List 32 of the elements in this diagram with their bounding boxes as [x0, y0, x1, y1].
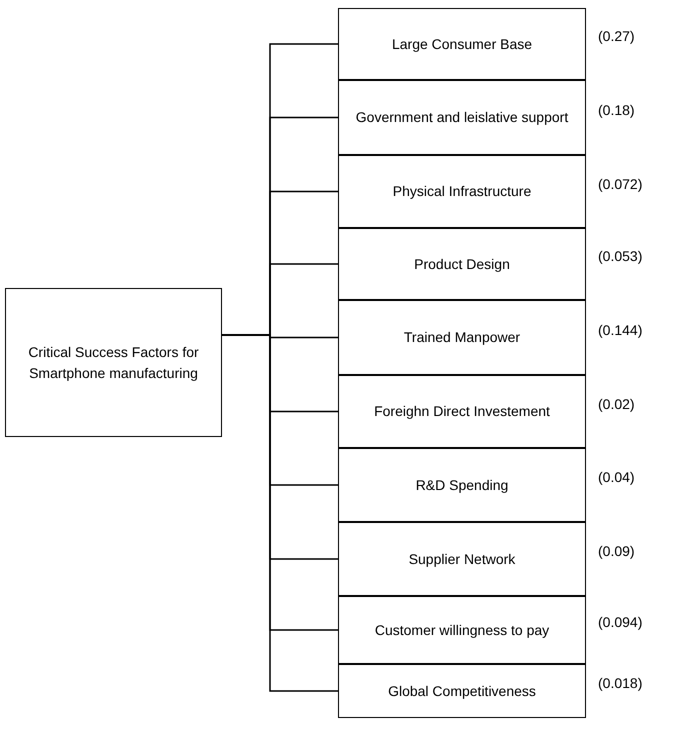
root-box [5, 288, 222, 437]
root-label: Critical Success Factors for Smartphone manufacturing [27, 342, 200, 383]
factor-label: Customer willingness to pay [374, 620, 550, 640]
factor-box [338, 80, 586, 155]
weight-value: (0.09) [598, 542, 635, 561]
factor-box [338, 228, 586, 300]
factor-box [338, 448, 586, 522]
factor-box [338, 155, 586, 228]
factor-label: Product Design [414, 254, 510, 274]
factor-label: Supplier Network [408, 550, 516, 569]
weight-value: (0.144) [598, 320, 642, 340]
factor-box [338, 664, 586, 718]
factor-label: Trained Manpower [404, 328, 520, 347]
factor-label: Foreighn Direct Investement [374, 402, 550, 421]
weight-value: (0.02) [598, 394, 635, 414]
factor-label: R&D Spending [416, 476, 508, 495]
factor-box [338, 596, 586, 664]
weight-value: (0.18) [598, 100, 635, 120]
factor-box [338, 300, 586, 375]
weight-value: (0.094) [598, 613, 642, 632]
factor-box [338, 522, 586, 596]
factor-label: Large Consumer Base [392, 34, 532, 54]
weight-value: (0.072) [598, 174, 642, 194]
weight-value: (0.018) [598, 674, 642, 693]
weight-value: (0.27) [598, 27, 635, 46]
weight-value: (0.04) [598, 468, 635, 487]
factor-label: Physical Infrastructure [392, 182, 532, 201]
factor-label: Government and leislative support [356, 108, 568, 127]
factor-label: Global Competitiveness [388, 682, 536, 701]
factor-box [338, 375, 586, 448]
factor-box [338, 8, 586, 80]
weight-value: (0.053) [598, 247, 642, 266]
